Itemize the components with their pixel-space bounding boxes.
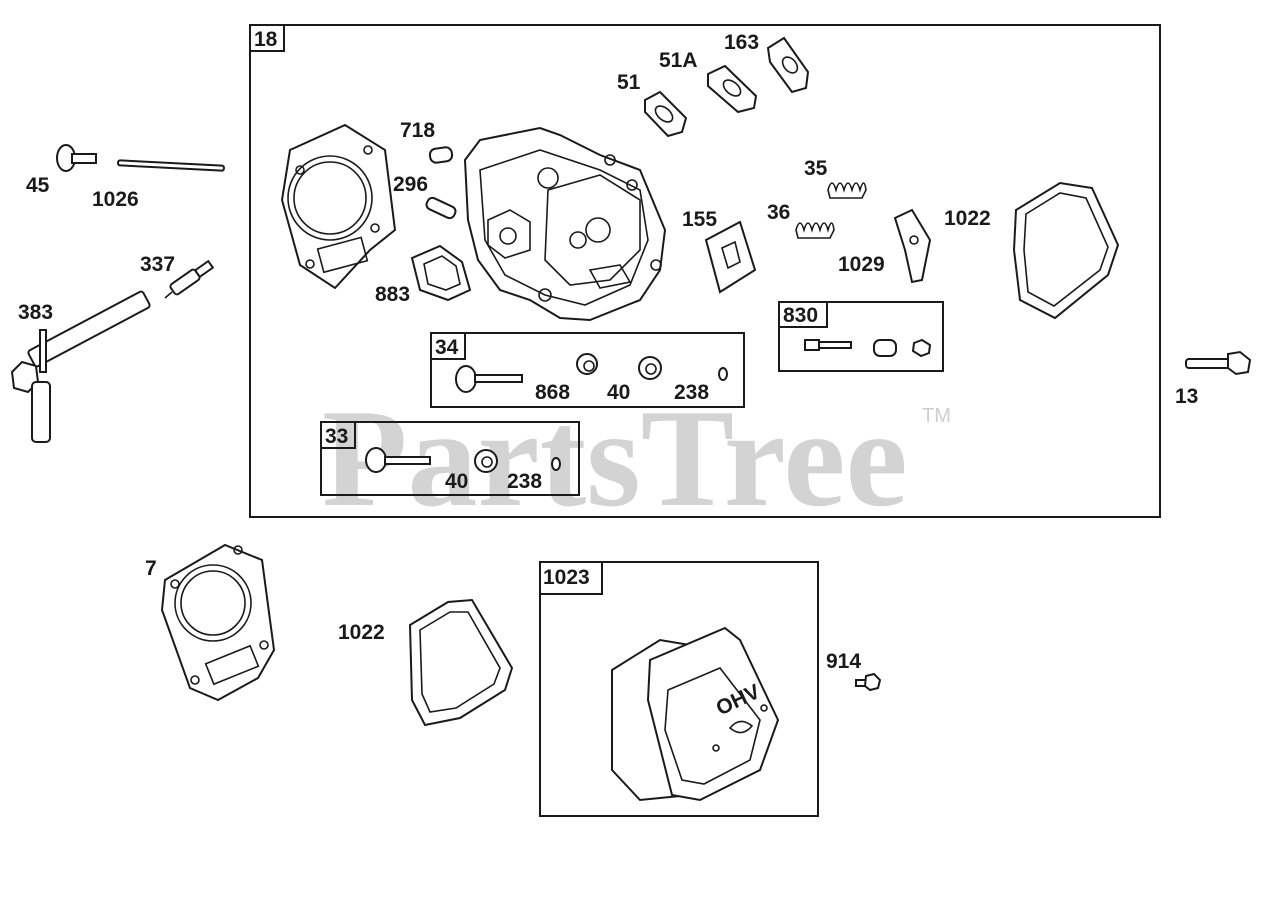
head-gasket-part: [280, 123, 397, 290]
rocker-cover-gasket-1022-lower-part: [408, 598, 514, 727]
assembly-box-34: [430, 332, 745, 408]
label-868[interactable]: 868: [535, 381, 570, 404]
head-gasket-7-part: [160, 543, 276, 702]
assembly-box-33: [320, 421, 580, 496]
label-1022-lower[interactable]: 1022: [338, 621, 385, 644]
assembly-box-830: [778, 301, 944, 372]
keeper-238-upper-part: [718, 367, 728, 381]
label-718[interactable]: 718: [400, 119, 435, 142]
assembly-box-1023-tag: [539, 561, 603, 595]
label-296[interactable]: 296: [393, 173, 428, 196]
label-1026[interactable]: 1026: [92, 188, 139, 211]
label-51[interactable]: 51: [617, 71, 641, 94]
retainer-40-lower-part: [474, 449, 498, 473]
retainer-40-upper-part: [638, 356, 662, 380]
label-1029[interactable]: 1029: [838, 253, 885, 276]
label-163[interactable]: 163: [724, 31, 759, 54]
rocker-arm-1029-part: [893, 208, 932, 284]
watermark-trademark: TM: [922, 405, 951, 427]
assembly-box-34-label[interactable]: 34: [435, 336, 459, 359]
label-40-upper[interactable]: 40: [607, 381, 630, 404]
label-914[interactable]: 914: [826, 650, 861, 673]
rocker-cover-gasket-1022-upper-part: [1012, 181, 1120, 320]
assembly-box-1023: [539, 561, 819, 817]
exhaust-valve-34-part: [455, 365, 523, 393]
assembly-box-34-tag: [430, 332, 466, 360]
push-rod-1026-part: [117, 159, 225, 172]
label-7[interactable]: 7: [145, 557, 157, 580]
dowel-pin-718-part: [428, 146, 454, 164]
spark-plug-wrench-383-part: [10, 290, 151, 443]
spring-35-part: [827, 182, 867, 199]
valve-seal-868-part: [576, 353, 598, 375]
assembly-box-18-label[interactable]: 18: [254, 28, 278, 51]
cylinder-head-part: [463, 126, 667, 322]
spring-36-part: [795, 222, 835, 239]
label-883[interactable]: 883: [375, 283, 410, 306]
label-36[interactable]: 36: [767, 201, 790, 224]
gasket-51a-part: [707, 64, 758, 114]
spark-plug-337-part: [164, 259, 215, 299]
assembly-box-33-label[interactable]: 33: [325, 425, 348, 448]
assembly-box-18-tag: [249, 24, 285, 52]
label-238-lower[interactable]: 238: [507, 470, 542, 493]
bolt-13-part: [1185, 350, 1252, 376]
assembly-box-830-label[interactable]: 830: [783, 304, 818, 327]
rotator-45-part: [56, 144, 97, 172]
screw-914-part: [855, 672, 882, 692]
label-337[interactable]: 337: [140, 253, 175, 276]
label-13[interactable]: 13: [1175, 385, 1198, 408]
gasket-51-part: [644, 90, 688, 138]
assembly-box-830-tag: [778, 301, 828, 328]
label-155[interactable]: 155: [682, 208, 717, 231]
label-51a[interactable]: 51A: [659, 49, 698, 72]
gasket-163-part: [766, 36, 810, 94]
label-45[interactable]: 45: [26, 174, 50, 197]
label-40-lower[interactable]: 40: [445, 470, 468, 493]
intake-valve-33-part: [365, 447, 431, 473]
label-35[interactable]: 35: [804, 157, 828, 180]
assembly-box-1023-label[interactable]: 1023: [543, 566, 590, 589]
keeper-238-lower-part: [551, 457, 561, 471]
label-238-upper[interactable]: 238: [674, 381, 709, 404]
gasket-883-part: [410, 244, 472, 302]
label-383[interactable]: 383: [18, 301, 53, 324]
assembly-box-18: [249, 24, 1161, 518]
rocker-cover-1023-part: OHV: [611, 626, 780, 802]
label-1022-upper[interactable]: 1022: [944, 207, 991, 230]
adjuster-kit-830-part: [804, 338, 932, 358]
plate-155-part: [704, 220, 757, 294]
dowel-pin-296-part: [425, 196, 457, 220]
assembly-box-33-tag: [320, 421, 356, 449]
